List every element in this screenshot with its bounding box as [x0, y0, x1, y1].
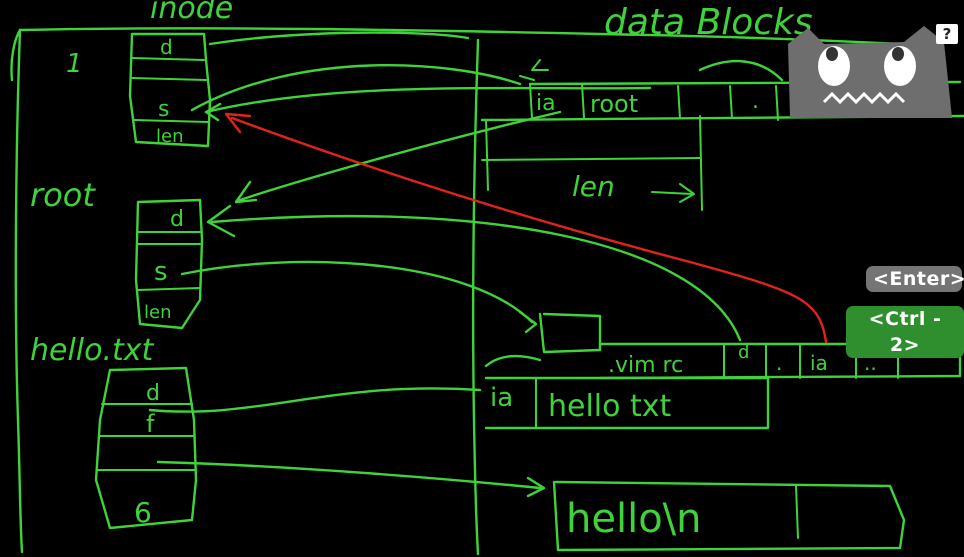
root-label: root: [30, 176, 96, 214]
hello-entry-name: hello txt: [548, 389, 672, 424]
arrow-ia-to-root-dir: [234, 110, 562, 204]
len-label: len: [572, 170, 615, 203]
help-icon[interactable]: ?: [936, 24, 958, 44]
root-inode-field-len: len: [156, 126, 183, 147]
inode-title: inode: [150, 0, 233, 26]
root-dir-inode-box: d s len: [134, 198, 204, 330]
cat-mascot-icon: [788, 26, 952, 118]
file-data-block: hello\n: [552, 480, 906, 552]
hellotxt-label: hello.txt: [30, 333, 155, 368]
hello-entry-ia: ia: [490, 383, 513, 413]
red-arrow-ia-to-inode-s: [224, 112, 828, 344]
center-divider: [472, 38, 480, 556]
root-block-entry-root: root: [590, 90, 638, 118]
arrow-d-to-hello-entry: [148, 387, 482, 413]
left-border: [14, 28, 24, 554]
dir-entry-vimrc: .vim rc: [608, 353, 683, 378]
file-block-text: hello\n: [566, 496, 702, 542]
dir-entry-d: d: [738, 342, 749, 363]
arrow-data-to-file-block: [156, 460, 546, 498]
len-arrow: [651, 183, 695, 203]
ctrl-2-key-overlay: <Ctrl - 2>: [846, 306, 964, 358]
root-inode-box: d s len: [128, 32, 212, 148]
data-blocks-title: data Blocks: [604, 2, 813, 43]
root-dir-field-s: s: [154, 257, 168, 287]
hello-inode-field-d: d: [146, 381, 160, 406]
dir-entry-dot: .: [776, 351, 782, 375]
arrow-s-to-root-block: [190, 64, 522, 112]
root-dir-field-d: d: [170, 207, 184, 232]
arrow-s-to-dir-block: [180, 260, 538, 334]
arrow-block-start: [519, 59, 549, 81]
root-dir-field-len: len: [144, 302, 171, 323]
root-inode-field-d: d: [160, 35, 173, 59]
root-inode-field-s: s: [158, 97, 169, 122]
arrow-block-back-to-s: [204, 86, 652, 122]
root-block-entry-ia: ia: [536, 91, 556, 116]
dir-data-block: .vim rc d . ia .. ia hello txt: [484, 312, 962, 430]
arrow-root-to-title: [698, 59, 784, 82]
dir-entry-ia: ia: [810, 351, 828, 375]
hello-inode-field-f: f: [146, 410, 155, 438]
root-block-entry-dot: .: [752, 89, 759, 114]
inode-number-mark: 1: [66, 49, 83, 79]
arrow-d-back-to-root-dir: [206, 204, 742, 342]
hello-inode-field-size: 6: [134, 496, 152, 529]
arrow-ia-loop: [484, 354, 542, 368]
arrow-inode-d-to-title: [208, 31, 470, 46]
hello-inode-box: d f 6: [94, 366, 198, 530]
enter-key-overlay: <Enter>: [866, 266, 964, 292]
